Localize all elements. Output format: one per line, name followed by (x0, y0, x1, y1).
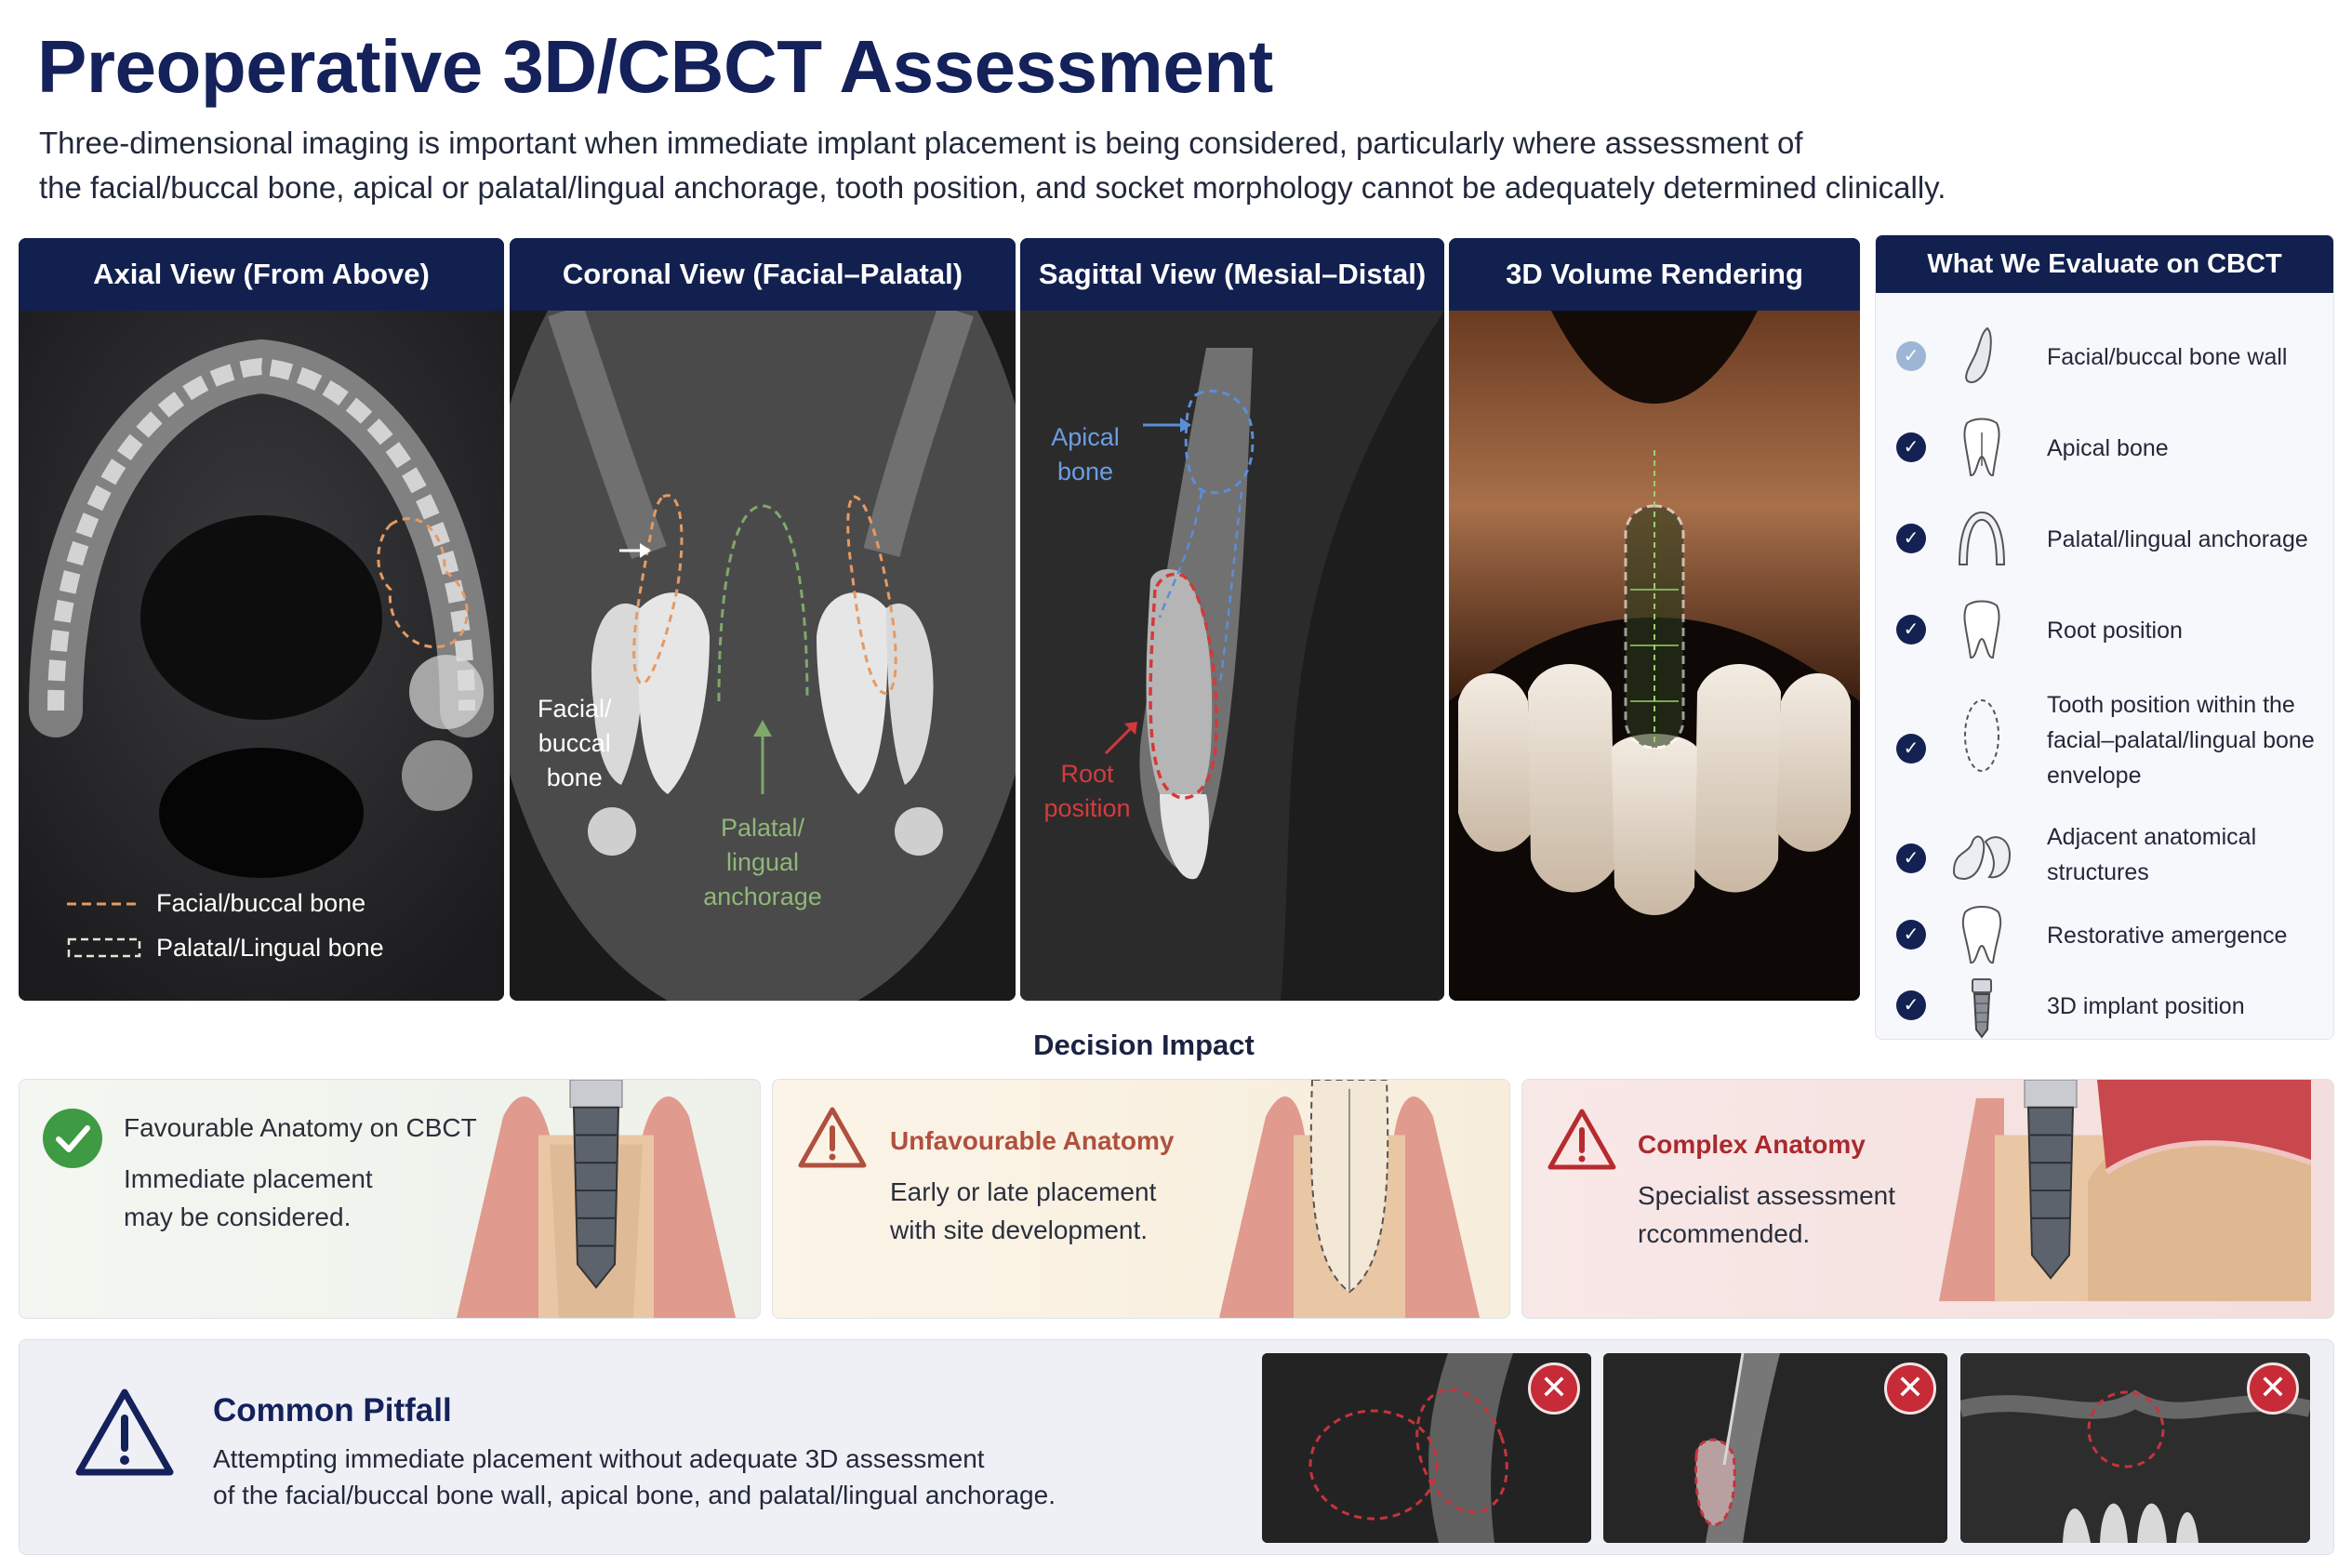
evaluate-item-label: Apical bone (2047, 435, 2169, 461)
pitfall-body-line-2: of the facial/buccal bone wall, apical b… (213, 1481, 1056, 1509)
check-icon: ✓ (1896, 615, 1926, 644)
sagittal-view-panel: Sagittal View (Mesial–Distal) Apical bon… (1020, 238, 1444, 1001)
bone-wall-icon (1965, 326, 1992, 383)
evaluate-item-label: Restorative amergence (2047, 923, 2288, 949)
unfavourable-body-line-1: Early or late placement (890, 1177, 1157, 1206)
sagittal-apical-line-2: bone (1056, 458, 1114, 485)
coronal-palatal-label: Palatal/ lingual anchorage (701, 811, 824, 914)
complex-sinus-illustration (1939, 1080, 2311, 1318)
check-icon: ✓ (1896, 524, 1926, 553)
warning-triangle-icon (1547, 1109, 1616, 1170)
sagittal-root-line-2: position (1043, 794, 1131, 822)
favourable-anatomy-card: Favourable Anatomy on CBCT Immediate pla… (19, 1079, 761, 1319)
evaluate-item-label: Adjacent anatomical structures (2047, 824, 2257, 885)
unfavourable-body-line-2: with site development. (890, 1216, 1149, 1244)
favourable-body: Immediate placement may be considered. (124, 1160, 373, 1236)
complex-anatomy-card: Complex Anatomy Specialist assessment rc… (1521, 1079, 2334, 1319)
check-icon: ✓ (1896, 341, 1926, 371)
complex-title: Complex Anatomy (1638, 1130, 1866, 1159)
check-icon: ✓ (1896, 432, 1926, 462)
pitfall-example-2: ✕ (1603, 1353, 1947, 1543)
x-mark-icon: ✕ (1884, 1362, 1936, 1415)
coronal-palatal-line-1: Palatal/ (720, 814, 805, 842)
favourable-body-line-2: may be considered. (124, 1203, 352, 1231)
arch-icon (1958, 511, 2006, 565)
favourable-implant-illustration (457, 1080, 736, 1318)
warning-triangle-icon (798, 1107, 867, 1168)
tooth-icon (1963, 600, 2000, 658)
axial-view-panel: Axial View (From Above) Facial/buccal bo… (19, 238, 504, 1001)
sagittal-apical-line-1: Apical (1051, 423, 1120, 451)
coronal-palatal-line-2: lingual (725, 848, 800, 876)
evaluate-list-title: What We Evaluate on CBCT (1876, 235, 2333, 293)
evaluate-item-label: Palatal/lingual anchorage (2047, 526, 2308, 552)
coronal-ct-image (510, 311, 1016, 1001)
unfavourable-title: Unfavourable Anatomy (890, 1126, 1175, 1155)
coronal-palatal-line-3: anchorage (703, 883, 822, 910)
implant-icon (1972, 978, 1992, 1039)
axial-view-title: Axial View (From Above) (19, 238, 504, 311)
molar-icon (1961, 906, 2002, 964)
pitfall-body: Attempting immediate placement without a… (213, 1441, 1056, 1513)
pitfall-example-3: ✕ (1960, 1353, 2310, 1543)
evaluate-list-panel: What We Evaluate on CBCT ✓ Facial/buccal… (1875, 234, 2334, 1040)
check-icon: ✓ (1896, 990, 1926, 1020)
dashed-envelope-icon (1964, 699, 1999, 772)
intro-line-2: the facial/buccal bone, apical or palata… (39, 170, 1946, 205)
check-icon: ✓ (1896, 844, 1926, 873)
legend-facial-label: Facial/buccal bone (156, 889, 366, 917)
volume-rendering-image (1449, 311, 1860, 1001)
sagittal-root-label: Root position (1041, 757, 1134, 826)
intro-line-1: Three-dimensional imaging is important w… (39, 126, 1803, 160)
coronal-facial-label: Facial/ buccal bone (538, 692, 612, 795)
check-icon: ✓ (1896, 920, 1926, 950)
volume-rendering-title: 3D Volume Rendering (1449, 238, 1860, 311)
sagittal-apical-label: Apical bone (1048, 420, 1122, 489)
warning-triangle-icon (75, 1389, 174, 1476)
evaluate-item-label: Facial/buccal bone wall (2047, 344, 2288, 370)
complex-body: Specialist assessment rccommended. (1638, 1176, 1895, 1253)
page-title: Preoperative 3D/CBCT Assessment (37, 25, 1273, 108)
pitfall-title: Common Pitfall (213, 1392, 452, 1428)
axial-ct-image (19, 311, 504, 1001)
check-icon: ✓ (1896, 734, 1926, 764)
x-mark-icon: ✕ (2247, 1362, 2299, 1415)
legend-palatal-label: Palatal/Lingual bone (156, 934, 384, 962)
complex-body-line-2: rccommended. (1638, 1219, 1811, 1248)
unfavourable-anatomy-card: Unfavourable Anatomy Early or late place… (772, 1079, 1510, 1319)
evaluate-item-label: 3D implant position (2047, 993, 2245, 1019)
common-pitfall-panel: Common Pitfall Attempting immediate plac… (19, 1339, 2334, 1555)
pitfall-example-1: ✕ (1262, 1353, 1591, 1543)
unfavourable-socket-illustration (1219, 1080, 1480, 1318)
anatomy-icon (1952, 835, 2012, 881)
evaluate-item-label: Root position (2047, 618, 2183, 644)
decision-impact-title: Decision Impact (1033, 1029, 1255, 1061)
evaluate-item-label: Tooth position within the facial–palatal… (2047, 692, 2315, 789)
sagittal-root-line-1: Root (1060, 760, 1114, 788)
check-circle-icon (43, 1109, 102, 1168)
complex-body-line-1: Specialist assessment (1638, 1181, 1896, 1210)
tooth-root-icon (1963, 418, 2000, 476)
x-mark-icon: ✕ (1528, 1362, 1580, 1415)
sagittal-ct-image (1020, 311, 1444, 1001)
unfavourable-body: Early or late placement with site develo… (890, 1173, 1156, 1249)
volume-rendering-panel: 3D Volume Rendering (1449, 238, 1860, 1001)
coronal-facial-line-3: bone (546, 764, 603, 791)
coronal-facial-line-1: Facial/ (538, 695, 612, 723)
sagittal-view-title: Sagittal View (Mesial–Distal) (1020, 238, 1444, 311)
coronal-facial-line-2: buccal (538, 729, 611, 757)
coronal-view-panel: Coronal View (Facial–Palatal) Facial/ (510, 238, 1016, 1001)
favourable-body-line-1: Immediate placement (124, 1164, 373, 1193)
pitfall-body-line-1: Attempting immediate placement without a… (213, 1444, 985, 1473)
coronal-view-title: Coronal View (Facial–Palatal) (510, 238, 1016, 311)
favourable-title: Favourable Anatomy on CBCT (124, 1113, 477, 1142)
intro-text: Three-dimensional imaging is important w… (39, 121, 1992, 210)
